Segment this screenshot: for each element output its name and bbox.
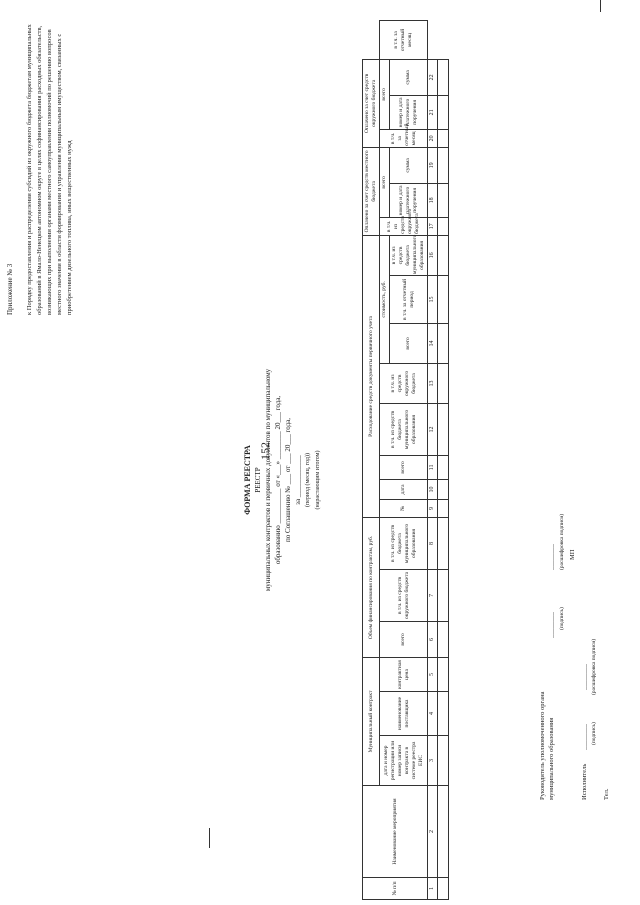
head-sign-line: ________ bbox=[548, 612, 555, 638]
header-fin-regional: в т.ч. из средств окружного бюджета bbox=[379, 569, 428, 622]
line2-date: __________ от «___» ________ 20___ года, bbox=[274, 395, 282, 524]
header-financing: Объем финансирования по контрактам, руб. bbox=[362, 517, 380, 658]
registry-table: № п/п Наименование мероприятия Муниципал… bbox=[362, 20, 449, 900]
header-cost-regional: в т.ч. из средств окружного бюджета bbox=[379, 209, 428, 236]
appendix-text: к Порядку предоставления и распределения… bbox=[26, 24, 73, 315]
column-numbers-row: 1 2 3 4 5 6 7 8 9 10 11 12 13 14 15 16 1… bbox=[427, 21, 438, 900]
head-sign-caption: (подпись) bbox=[559, 607, 565, 630]
header-price: контрактная цена bbox=[379, 657, 428, 692]
header-fin-total: всего bbox=[379, 621, 428, 658]
col-num-10: 10 bbox=[427, 479, 438, 500]
header-paid-regional: Оплачено за счет средств окружного бюдже… bbox=[362, 59, 380, 148]
rotated-page: Приложение № 3 к Порядку предоставления … bbox=[5, 10, 635, 900]
header-exp-municipal: в т.ч. из средств бюджета муниципального… bbox=[379, 403, 428, 456]
header-name: Наименование мероприятия bbox=[362, 785, 428, 878]
header-cost-municipal: в т.ч. из средств бюджета муниципального… bbox=[389, 235, 428, 276]
registry-line1: муниципальных контрактов и первичных док… bbox=[264, 368, 272, 592]
col-num-1: 1 bbox=[427, 877, 438, 900]
col-num-19: 19 bbox=[427, 147, 438, 184]
period-hint: (период (месяц, год)) bbox=[305, 453, 311, 507]
executor-sign-line: ________ bbox=[581, 724, 588, 750]
header-cost-period: в т.ч. за отчетный период bbox=[389, 275, 428, 324]
header-doc-no: № bbox=[379, 499, 428, 518]
col-num-5: 5 bbox=[427, 657, 438, 692]
col-num-21: 21 bbox=[427, 95, 438, 130]
header-doc-date: дата bbox=[379, 479, 428, 500]
col-num-16: 16 bbox=[427, 235, 438, 276]
header-paid-local-period: в т.ч. за отчетный месяц bbox=[379, 124, 428, 148]
head-decode-line: ________ bbox=[548, 544, 555, 570]
col-num-22: 22 bbox=[427, 59, 438, 96]
appendix-block: Приложение № 3 к Порядку предоставления … bbox=[5, 15, 75, 315]
header-paid-local-docs: номер и дата платежного поручения bbox=[389, 183, 428, 218]
col-num-6: 6 bbox=[427, 621, 438, 658]
col-num-11: 11 bbox=[427, 455, 438, 480]
head-title-2: муниципального образования bbox=[548, 717, 555, 800]
col-num-13: 13 bbox=[427, 363, 438, 404]
header-expense: Расходование средств документы первичног… bbox=[362, 235, 380, 518]
header-paid-reg-docs: номер и дата платежного поручения bbox=[389, 95, 428, 130]
executor-sign-caption: (подпись) bbox=[591, 722, 597, 745]
head-decode-caption: (расшифровка подписи) bbox=[559, 513, 565, 570]
header-exp-regional: в т.ч. из средств окружного бюджета bbox=[379, 363, 428, 404]
registry-line4: за ____________ bbox=[294, 455, 302, 505]
header-paid-local: Оплачено за счет средств местного бюджет… bbox=[362, 147, 380, 236]
head-title-1: Руководитель уполномоченного органа bbox=[539, 691, 546, 800]
col-num-14: 14 bbox=[427, 323, 438, 364]
header-fin-municipal: в т.ч. из средств бюджета муниципального… bbox=[379, 517, 428, 570]
col-num-18: 18 bbox=[427, 183, 438, 218]
col-num-8: 8 bbox=[427, 517, 438, 570]
table-row bbox=[437, 21, 449, 900]
col-num-12: 12 bbox=[427, 403, 438, 456]
header-paid-reg-period: в т.ч. за отчетный месяц bbox=[379, 20, 428, 60]
col-num-2: 2 bbox=[427, 785, 438, 878]
col-num-17: 17 bbox=[427, 217, 438, 236]
form-heading: ФОРМА РЕЕСТРА РЕЕСТР муниципальных контр… bbox=[243, 240, 323, 720]
col-num-20: 20 bbox=[427, 129, 438, 148]
header-paid-reg-total: всего bbox=[379, 59, 390, 130]
registry-line2: образованию __________ от «___» ________… bbox=[273, 240, 283, 720]
executor-label: Исполнитель bbox=[581, 763, 588, 800]
line2-prefix: образованию bbox=[274, 525, 282, 565]
header-cost-total: всего bbox=[389, 323, 428, 364]
col-num-9: 9 bbox=[427, 499, 438, 518]
header-supplier: наименование поставщика bbox=[379, 691, 428, 736]
col-num-4: 4 bbox=[427, 691, 438, 736]
registry-line3: по Соглашению № ___ от ___ 20___ года, bbox=[284, 417, 292, 543]
stamp-place: МП bbox=[569, 549, 576, 560]
header-no: № п/п bbox=[362, 877, 428, 900]
tel-label: Тел. bbox=[603, 788, 610, 800]
executor-decode-caption: (расшифровка подписи) bbox=[591, 638, 597, 695]
margin-line-right bbox=[600, 0, 601, 12]
registry-title: РЕЕСТР bbox=[254, 467, 262, 493]
header-exp-total: всего bbox=[379, 455, 428, 480]
header-contract: Муниципальный контракт bbox=[362, 657, 380, 786]
margin-line-left bbox=[209, 828, 210, 848]
executor-decode-line: ________ bbox=[581, 664, 588, 690]
col-num-15: 15 bbox=[427, 275, 438, 324]
header-paid-local-total: всего bbox=[379, 147, 390, 218]
header-paid-reg-sum: сумма bbox=[389, 59, 428, 96]
col-num-3: 3 bbox=[427, 735, 438, 786]
header-contract-date: дата и номер регистрации или номер запис… bbox=[379, 735, 428, 786]
form-title: ФОРМА РЕЕСТРА bbox=[243, 445, 252, 515]
header-cost: стоимость, руб. bbox=[379, 235, 390, 364]
col-num-7: 7 bbox=[427, 569, 438, 622]
header-paid-local-sum: сумма bbox=[389, 147, 428, 184]
cumulative-hint: (нарастающим итогом) bbox=[315, 450, 321, 510]
appendix-title: Приложение № 3 bbox=[6, 263, 14, 315]
